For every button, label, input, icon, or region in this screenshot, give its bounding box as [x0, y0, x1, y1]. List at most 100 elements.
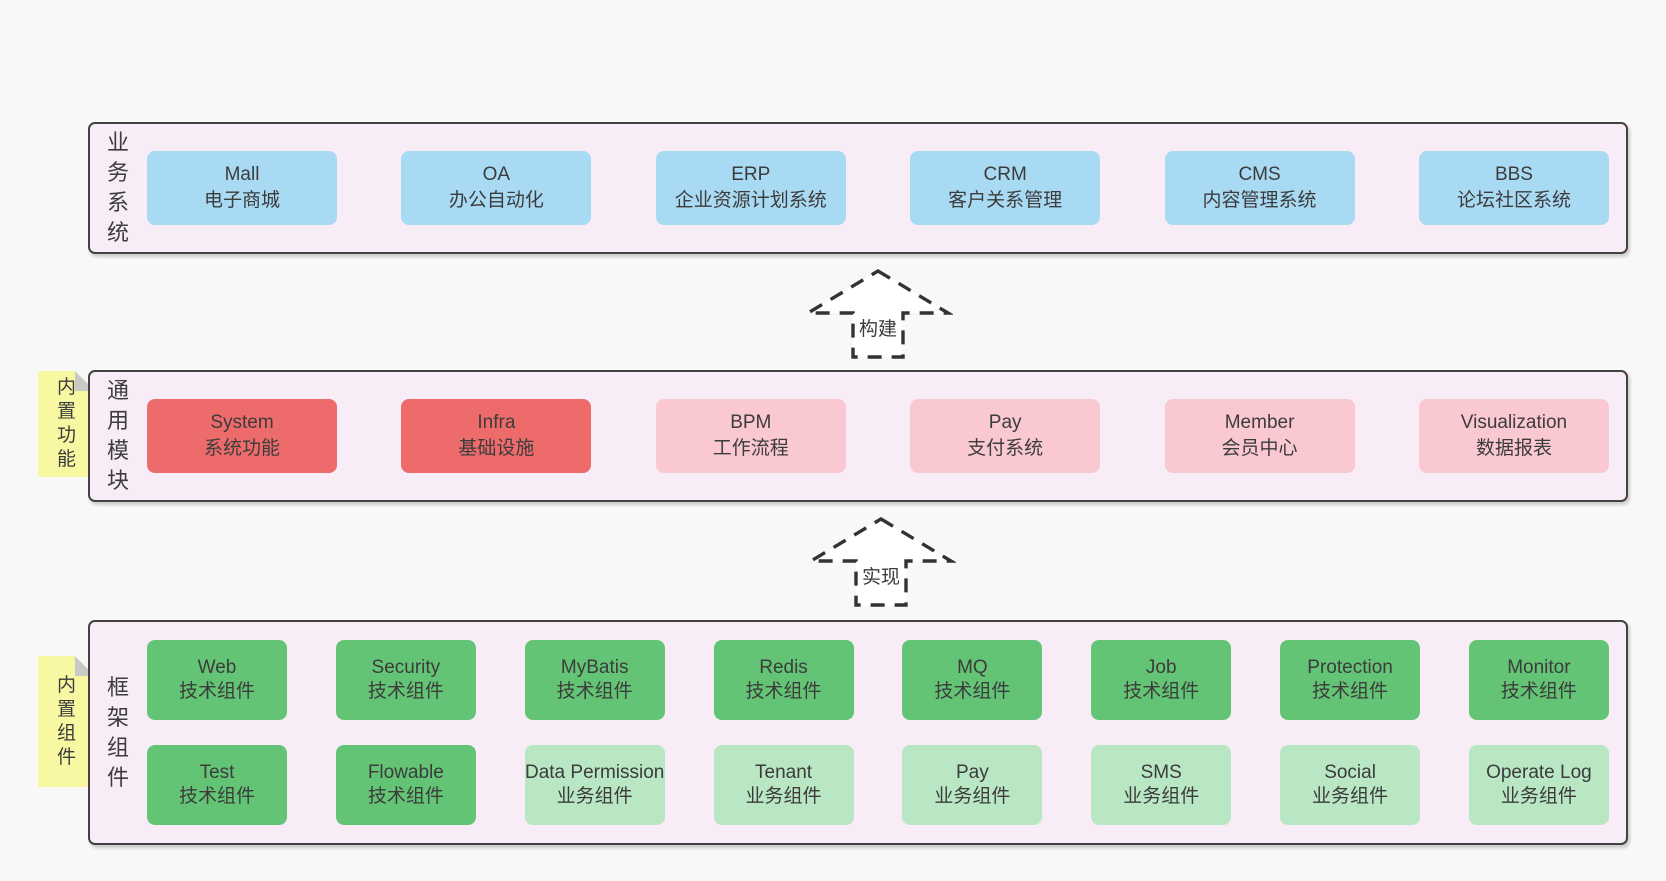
- box-title: BBS: [1494, 164, 1533, 185]
- box-pay: Pay 支付系统: [910, 399, 1101, 473]
- box-subtitle: 办公自动化: [448, 190, 544, 211]
- box-tenant: Tenant 业务组件: [713, 745, 854, 825]
- box-title: Tenant: [755, 762, 813, 783]
- box-subtitle: 技术组件: [367, 786, 444, 807]
- band-modules-label: 通用模块: [106, 378, 129, 493]
- box-operate-log: Operate Log 业务组件: [1468, 745, 1609, 825]
- band-components-rows: Web 技术组件 Security 技术组件 MyBatis 技术组件 Redis 技术…: [147, 640, 1609, 825]
- box-subtitle: 论坛社区系统: [1456, 190, 1571, 211]
- box-title: Redis: [759, 657, 808, 678]
- box-sms: SMS 业务组件: [1091, 745, 1232, 825]
- box-title: ERP: [731, 164, 771, 185]
- arrow-implement-label: 实现: [858, 562, 904, 589]
- box-title: BPM: [730, 412, 772, 433]
- box-redis: Redis 技术组件: [713, 640, 854, 720]
- box-title: Mall: [224, 164, 260, 185]
- box-title: Security: [371, 657, 441, 678]
- box-subtitle: 内容管理系统: [1202, 190, 1317, 211]
- box-subtitle: 业务组件: [556, 786, 633, 807]
- sticky-note-label: 内置组件: [56, 674, 76, 768]
- box-title: System: [210, 412, 274, 433]
- band-business-label: 业务系统: [106, 130, 129, 245]
- box-subtitle: 技术组件: [1500, 681, 1577, 702]
- band-modules-row: System 系统功能 Infra 基础设施 BPM 工作流程 Pay 支付系统 Mem…: [147, 399, 1609, 473]
- box-subtitle: 技术组件: [1312, 681, 1389, 702]
- box-title: Web: [197, 657, 237, 678]
- box-title: Monitor: [1507, 657, 1571, 678]
- box-title: Infra: [477, 412, 516, 433]
- box-title: Visualization: [1460, 412, 1568, 433]
- box-subtitle: 业务组件: [745, 786, 822, 807]
- box-subtitle: 业务组件: [934, 786, 1011, 807]
- box-subtitle: 技术组件: [1123, 681, 1200, 702]
- box-subtitle: 业务组件: [1312, 786, 1389, 807]
- box-data-permission: Data Permission 业务组件: [524, 745, 665, 825]
- box-subtitle: 技术组件: [178, 786, 255, 807]
- sticky-note-builtin-components: 内置组件: [38, 656, 95, 787]
- box-title: MyBatis: [560, 657, 629, 678]
- box-mybatis: MyBatis 技术组件: [524, 640, 665, 720]
- box-title: Protection: [1307, 657, 1393, 678]
- box-security: Security 技术组件: [335, 640, 476, 720]
- box-subtitle: 支付系统: [967, 438, 1044, 459]
- box-subtitle: 会员中心: [1221, 438, 1298, 459]
- box-subtitle: 业务组件: [1500, 786, 1577, 807]
- box-title: CRM: [983, 164, 1027, 185]
- box-oa: OA 办公自动化: [401, 151, 592, 225]
- box-monitor: Monitor 技术组件: [1468, 640, 1609, 720]
- box-bbs: BBS 论坛社区系统: [1418, 151, 1609, 225]
- box-subtitle: 技术组件: [934, 681, 1011, 702]
- box-title: SMS: [1140, 762, 1182, 783]
- box-subtitle: 客户关系管理: [948, 190, 1063, 211]
- box-title: Test: [199, 762, 235, 783]
- box-cms: CMS 内容管理系统: [1164, 151, 1355, 225]
- box-pay-biz: Pay 业务组件: [902, 745, 1043, 825]
- box-system: System 系统功能: [147, 399, 337, 473]
- box-subtitle: 工作流程: [712, 438, 789, 459]
- box-title: MQ: [957, 657, 988, 678]
- band-framework-components: 框架组件 Web 技术组件 Security 技术组件 MyBatis 技术组件 Re…: [88, 620, 1628, 845]
- box-subtitle: 系统功能: [203, 438, 280, 459]
- band-common-modules: 通用模块 System 系统功能 Infra 基础设施 BPM 工作流程 Pay 支付系…: [88, 370, 1628, 502]
- box-title: CMS: [1238, 164, 1281, 185]
- box-subtitle: 技术组件: [556, 681, 633, 702]
- sticky-note-label: 内置功能: [56, 377, 76, 470]
- box-title: Job: [1145, 657, 1177, 678]
- box-subtitle: 技术组件: [367, 681, 444, 702]
- box-title: Operate Log: [1486, 762, 1592, 783]
- box-title: Flowable: [367, 762, 444, 783]
- box-mq: MQ 技术组件: [902, 640, 1043, 720]
- box-title: Pay: [956, 762, 989, 783]
- box-member: Member 会员中心: [1164, 399, 1355, 473]
- box-subtitle: 技术组件: [178, 681, 255, 702]
- box-crm: CRM 客户关系管理: [910, 151, 1101, 225]
- box-web: Web 技术组件: [147, 640, 287, 720]
- box-infra: Infra 基础设施: [401, 399, 592, 473]
- band-components-row-2: Test 技术组件 Flowable 技术组件 Data Permission 业务组…: [147, 745, 1609, 825]
- box-mall: Mall 电子商城: [147, 151, 337, 225]
- box-subtitle: 技术组件: [745, 681, 822, 702]
- box-title: Member: [1224, 412, 1295, 433]
- box-subtitle: 数据报表: [1475, 438, 1552, 459]
- box-subtitle: 电子商城: [203, 190, 280, 211]
- box-title: Pay: [988, 412, 1022, 433]
- band-components-label: 框架组件: [106, 674, 129, 790]
- box-test: Test 技术组件: [147, 745, 287, 825]
- box-bpm: BPM 工作流程: [655, 399, 846, 473]
- box-protection: Protection 技术组件: [1280, 640, 1421, 720]
- arrow-build-label: 构建: [855, 314, 901, 341]
- box-flowable: Flowable 技术组件: [335, 745, 476, 825]
- box-visualization: Visualization 数据报表: [1418, 399, 1609, 473]
- arrow-implement: 实现: [804, 514, 958, 610]
- box-title: Data Permission: [524, 762, 665, 783]
- box-subtitle: 基础设施: [458, 438, 535, 459]
- box-title: Social: [1324, 762, 1376, 783]
- band-components-row-1: Web 技术组件 Security 技术组件 MyBatis 技术组件 Redis 技术…: [147, 640, 1609, 720]
- box-subtitle: 业务组件: [1123, 786, 1200, 807]
- sticky-note-builtin-features: 内置功能: [38, 371, 95, 477]
- box-title: OA: [482, 164, 511, 185]
- arrow-build: 构建: [801, 266, 955, 362]
